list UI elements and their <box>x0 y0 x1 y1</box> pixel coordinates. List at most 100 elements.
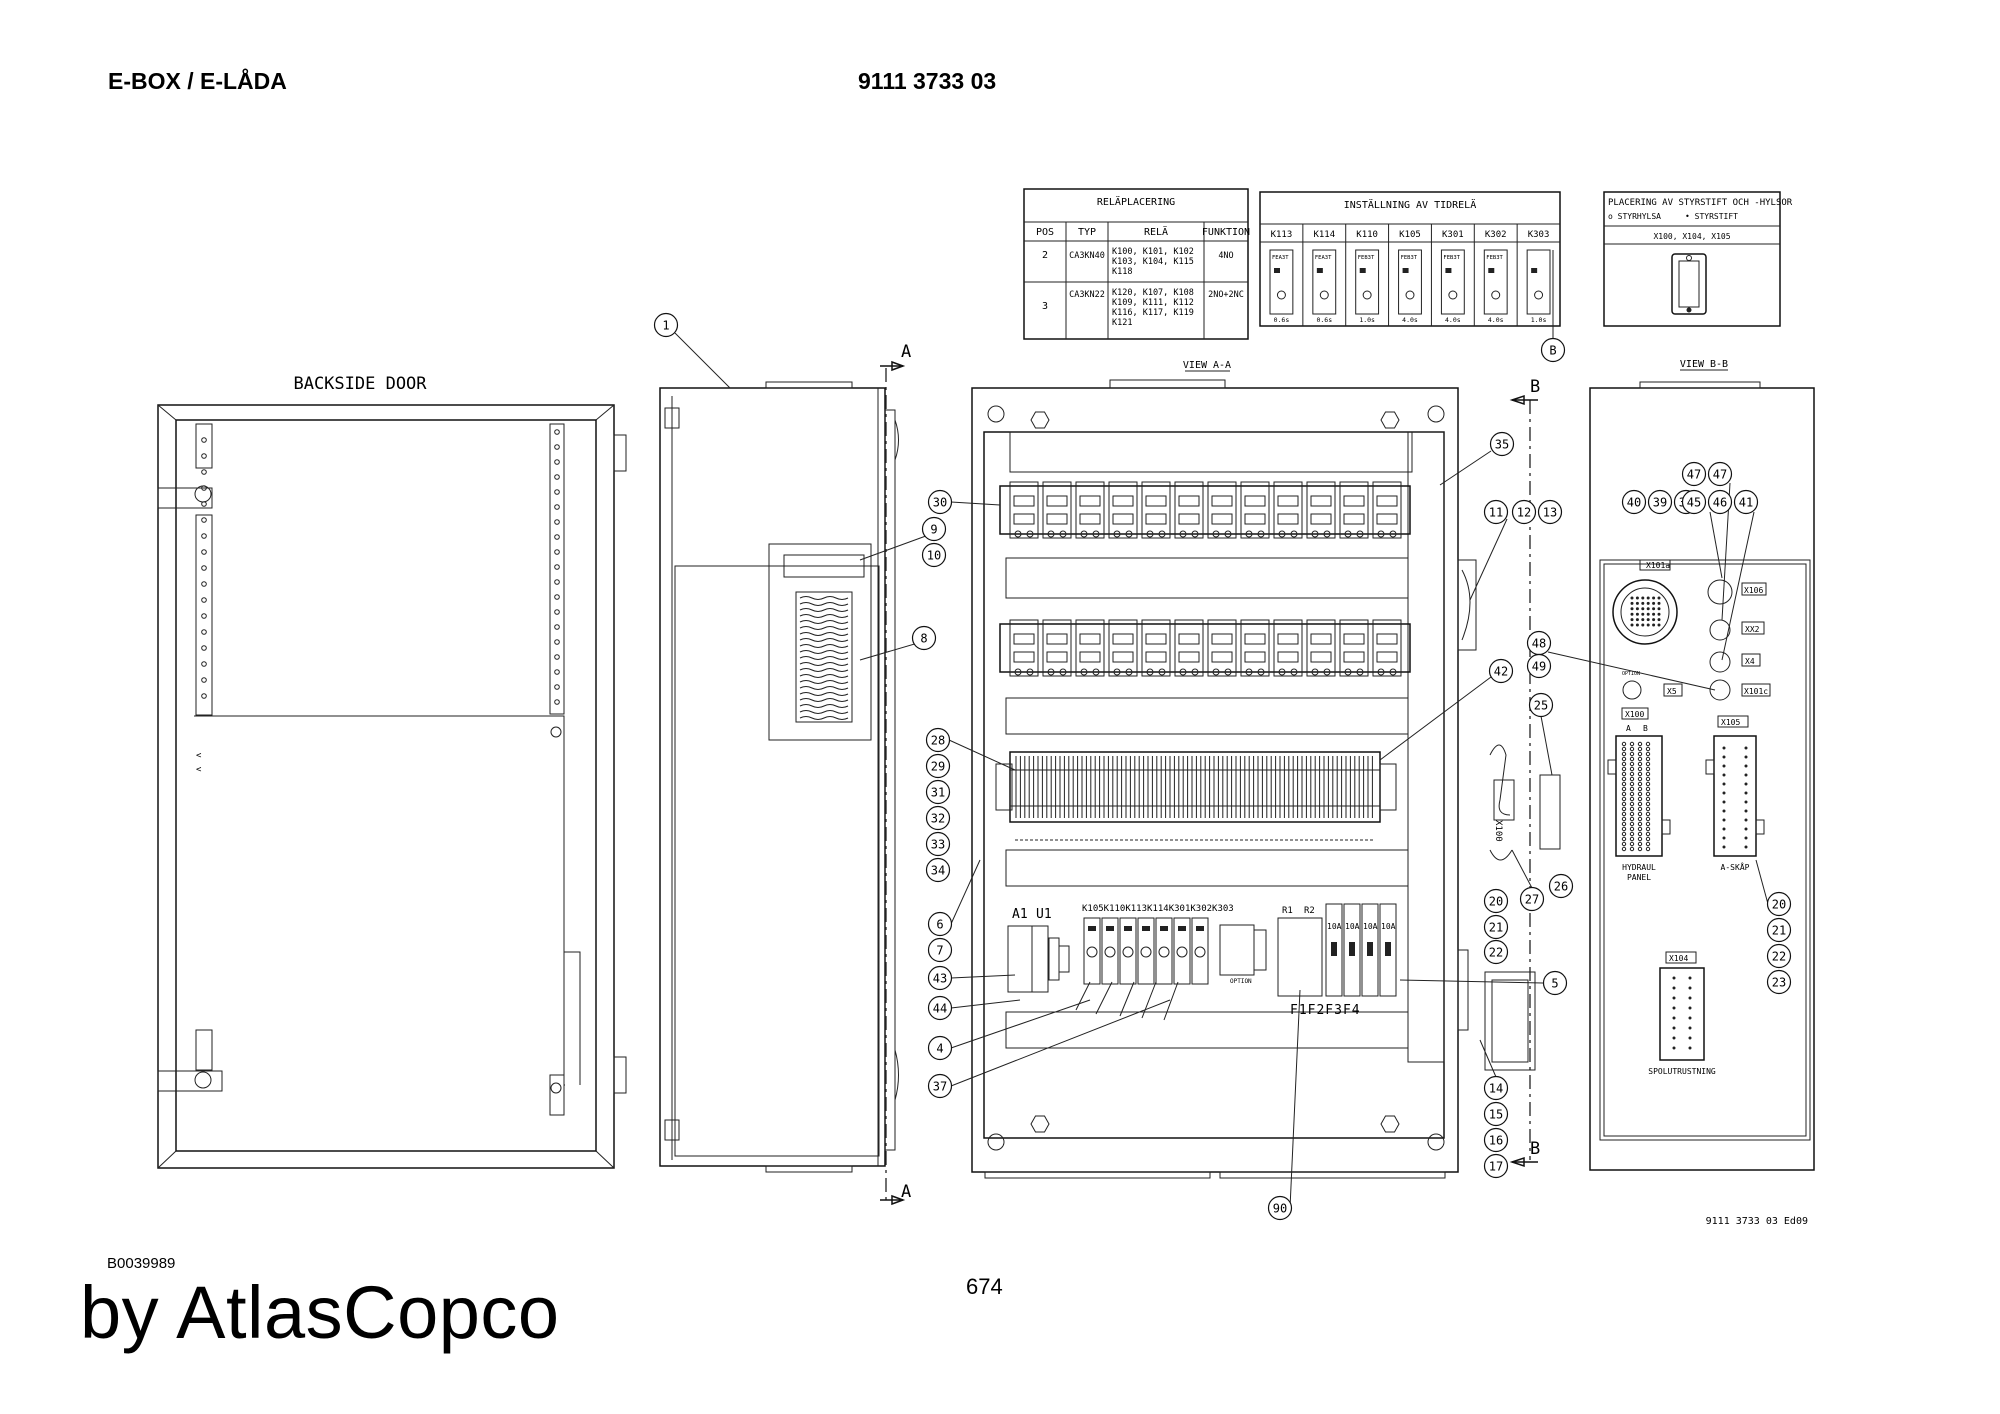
connector-pin <box>1672 1046 1676 1050</box>
relay-screw <box>1080 668 1088 676</box>
timer-relay-setting: 1.0s <box>1359 316 1375 324</box>
relay-contact <box>1112 633 1134 645</box>
relay-module <box>1207 481 1237 539</box>
connector-pin <box>1621 771 1627 777</box>
connector-pin <box>1630 612 1634 616</box>
timer-relay-dial <box>1319 290 1329 300</box>
callout-balloon <box>921 516 947 542</box>
relay-screw <box>1323 668 1331 676</box>
timer-relay <box>1155 917 1173 985</box>
relay-screw <box>1311 530 1319 538</box>
callout-number: 27 <box>1525 893 1539 907</box>
callout-number: 49 <box>1532 660 1546 674</box>
relay-contact <box>1277 651 1299 663</box>
callout-balloon <box>1707 489 1733 515</box>
connector-pin <box>1657 612 1661 616</box>
relay-screw <box>1092 530 1100 538</box>
connector-pin <box>1688 1006 1692 1010</box>
connector-pin <box>1744 818 1748 822</box>
relay-table-cell: 3 <box>1042 301 1048 312</box>
relay-screw <box>1257 668 1265 676</box>
timer-relay-name: K110 <box>1356 230 1378 240</box>
door-hole <box>201 661 207 667</box>
bb-a: A <box>1626 724 1631 733</box>
connector-pin <box>1641 612 1645 616</box>
relay-screw <box>1059 530 1067 538</box>
timer-relay-symbol <box>1526 249 1551 315</box>
leader-line <box>950 859 981 925</box>
connector-pin <box>1722 836 1726 840</box>
callout-balloon <box>1483 1101 1509 1127</box>
relay-contact <box>1244 495 1266 507</box>
door-hole <box>554 504 560 510</box>
relay-contact <box>1277 495 1299 507</box>
callout-balloon <box>925 779 951 805</box>
bb-a-skap: A-SKÅP <box>1721 861 1750 872</box>
connector-pin <box>1645 801 1651 807</box>
leader-line <box>1721 511 1755 661</box>
connector-pin <box>1672 1016 1676 1020</box>
connector-pin <box>1722 746 1726 750</box>
relay-contact <box>1112 651 1134 663</box>
connector-pin <box>1621 791 1627 797</box>
connector-pin <box>1645 741 1651 747</box>
relay-module <box>1306 481 1336 539</box>
connector-pin <box>1744 800 1748 804</box>
door-hole <box>201 469 207 475</box>
relay-table-cell: K120, K107, K108 <box>1112 288 1194 298</box>
relay-contact <box>1277 513 1299 525</box>
fuse-rating: 10A <box>1381 922 1396 931</box>
relay-module <box>1339 619 1369 677</box>
relay-module <box>1273 619 1303 677</box>
leader-line <box>1379 676 1492 761</box>
relay-screw <box>1059 668 1067 676</box>
door-hole <box>554 624 560 630</box>
connector-pin <box>1637 761 1643 767</box>
connector-pin <box>1722 773 1726 777</box>
callout-number: 22 <box>1772 950 1786 964</box>
bb-option: OPTION <box>1622 671 1640 677</box>
door-hole <box>201 613 207 619</box>
relay-table-cell: 4NO <box>1218 251 1233 261</box>
connector-pin <box>1637 771 1643 777</box>
connector-pin <box>1629 746 1635 752</box>
relay-module <box>1108 619 1138 677</box>
connector-pin <box>1629 786 1635 792</box>
side-view: A A <box>659 342 911 1206</box>
fuse <box>1361 903 1379 997</box>
connector-pin <box>1629 826 1635 832</box>
bb-x5: X5 <box>1667 687 1677 696</box>
section-b-top: B <box>1530 377 1540 397</box>
callout-balloon <box>925 831 951 857</box>
callout-balloon <box>1528 692 1554 718</box>
connector-pin <box>1645 831 1651 837</box>
callout-number: 33 <box>931 838 945 852</box>
connector-pin <box>1646 618 1650 622</box>
connector-pin <box>1635 612 1639 616</box>
relay-screw <box>1191 668 1199 676</box>
timer-relay-switch <box>1160 926 1168 931</box>
callout-number: 22 <box>1489 946 1503 960</box>
callout-number: 32 <box>931 812 945 826</box>
label-a1: A1 <box>1012 907 1028 922</box>
connector-pin <box>1646 607 1650 611</box>
relay-screw <box>1245 668 1253 676</box>
page-number: 674 <box>966 1274 1003 1299</box>
door-hole <box>201 677 207 683</box>
relay-contact <box>1178 513 1200 525</box>
bb-panel: PANEL <box>1627 873 1651 882</box>
relay-screw <box>1113 668 1121 676</box>
connector-pin <box>1688 1026 1692 1030</box>
relay-screw <box>1047 530 1055 538</box>
heatsink-fin <box>799 680 849 684</box>
callout-number: 1 <box>662 319 669 333</box>
connector-pin <box>1645 811 1651 817</box>
fuse <box>1379 903 1397 997</box>
fuse-lever <box>1367 942 1373 956</box>
connector-pin <box>1646 623 1650 627</box>
heatsink-fin <box>799 656 849 660</box>
timer-relay-dial <box>1158 946 1170 958</box>
timer-relay-name: K113 <box>1271 230 1293 240</box>
callout-number: 13 <box>1543 506 1557 520</box>
relay-screw <box>1158 530 1166 538</box>
